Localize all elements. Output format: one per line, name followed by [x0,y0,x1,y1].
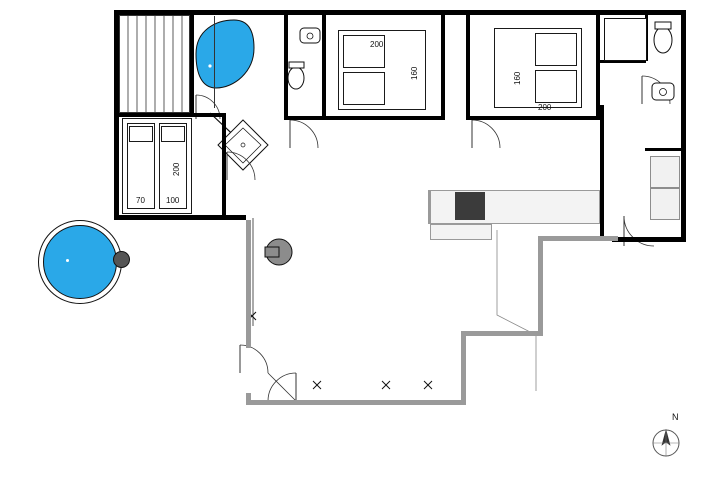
wall-top [114,10,686,15]
bed-left-mattress-a [343,35,385,68]
bed-right-mattress-a [535,33,577,66]
bed-right-mattress-b [535,70,577,103]
partition-bath-bottom [284,116,324,120]
compass-label-n: N [672,412,679,422]
wall-right-upper [681,10,686,242]
bed-right-label-160: 160 [513,71,522,85]
bed-left-mattress-b [343,72,385,105]
cooktop [455,192,485,220]
partition-bed1-left [322,15,326,120]
washing-machine-lower [650,188,680,220]
terrace-wall-step-up [461,331,466,405]
terrace-wall-door-lower [246,393,251,405]
terrace-wall-left [246,220,251,348]
wall-bottom-right-wing [612,237,686,242]
partition-stair-right [190,15,194,115]
bed-left-label-200: 200 [370,40,384,49]
partition-rightwing-hall [600,105,604,240]
bunk-label-100: 100 [166,196,180,205]
kitchen-counter-extension [430,224,492,240]
terrace-wall-top-right [538,236,618,241]
partition-hall-right [222,113,226,220]
partition-utility-top [645,148,686,151]
partition-hall-left [114,113,224,117]
terrace-wall-step-across [461,331,543,336]
partition-bed1-right [441,15,445,120]
bunk-pillow-right [161,126,185,142]
stairs [119,15,190,113]
compass-rose [648,415,684,459]
partition-rightwing-inner [600,60,646,63]
whirlpool-tub [194,18,256,90]
partition-bed2-right [596,15,600,120]
pool-pump [113,251,130,268]
bunk-label-70: 70 [136,196,145,205]
terrace-wall-bottom [246,400,466,405]
pool-drain-dot [66,259,69,262]
terrace-wall-right [538,236,543,336]
shower-cabin [604,18,647,61]
bunk-pillow-left [129,126,153,142]
partition-bed1-bottom [322,116,445,120]
wall-bottom-left-wing [114,215,246,220]
outdoor-pool [43,225,117,299]
bed-right-label-200: 200 [538,103,552,112]
partition-bath-left [284,15,288,120]
bed-left-label-160: 160 [410,66,419,80]
partition-bed2-left [466,15,470,120]
tub-enclosure [194,16,215,108]
partition-bed2-bottom [466,116,596,120]
bunk-label-200: 200 [172,162,181,176]
washing-machine-upper [650,156,680,188]
